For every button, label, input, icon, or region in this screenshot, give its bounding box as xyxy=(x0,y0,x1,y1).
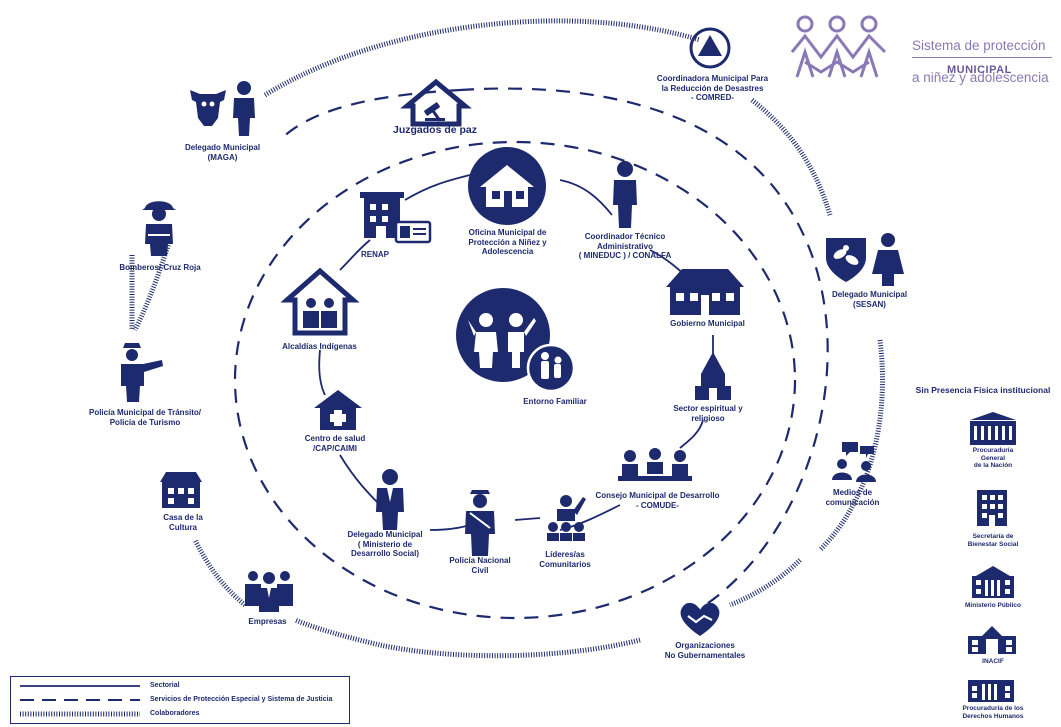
side-item-pdh: Procuraduría de los Derechos Humanos xyxy=(962,705,1024,720)
ngo-heart-hands-icon xyxy=(680,602,720,636)
sbs-building-icon xyxy=(977,490,1007,526)
council-meeting-icon xyxy=(618,448,692,481)
culture-house-icon xyxy=(160,472,202,508)
coordinador-label: Coordinador Técnico Administrativo ( MIN… xyxy=(578,232,672,260)
community-leaders-icon xyxy=(547,495,586,541)
health-center-icon xyxy=(314,390,362,430)
legend-swatches xyxy=(20,685,140,717)
church-icon xyxy=(695,352,731,400)
pgn-building-icon xyxy=(970,412,1016,445)
lideres-label: Líderes/as Comunitarios xyxy=(539,550,591,569)
legend-colaboradores-label: Colaboradores xyxy=(150,710,200,717)
indigenous-mayors-icon xyxy=(280,267,360,336)
side-panel-title: Sin Presencia Física institucional xyxy=(915,385,1051,395)
maga-label: Delegado Municipal (MAGA) xyxy=(184,143,261,162)
firefighter-icon xyxy=(142,201,176,256)
brand-title-line1: Sistema de protección xyxy=(912,38,1046,53)
center-label: Entorno Familiar xyxy=(523,397,587,406)
police-officer-icon xyxy=(465,490,495,556)
maga-agriculture-icon xyxy=(190,81,255,136)
sesan-nutrition-icon xyxy=(826,233,904,286)
inner-dashed-ring xyxy=(233,140,797,620)
court-gavel-icon xyxy=(400,78,472,127)
side-item-sbs: Secretaría de Bienestar Social xyxy=(967,533,1019,548)
renap-building-icon xyxy=(360,192,432,244)
policia-civil-label: Policía Nacional Civil xyxy=(449,556,511,575)
oficina-label: Oficina Municipal de Protección a Niñez … xyxy=(468,228,547,256)
comred-triangle-icon xyxy=(689,27,731,69)
side-item-mp: Ministerio Público xyxy=(965,602,1021,609)
inacif-building-icon xyxy=(968,626,1016,654)
medios-label: Medios de comunicación xyxy=(825,488,880,507)
consejo-label: Consejo Municipal de Desarrollo - COMUDE… xyxy=(595,491,720,510)
sector-label: Sector espiritual y religioso xyxy=(673,404,743,423)
alcaldias-label: Alcaldías Indígenas xyxy=(282,342,357,351)
renap-label: RENAP xyxy=(360,250,389,259)
brand-logo-icon xyxy=(790,15,887,78)
family-icon xyxy=(456,288,576,393)
empresas-label: Empresas xyxy=(248,617,287,626)
outer-dashed-ring-left xyxy=(279,88,461,141)
municipal-office-icon xyxy=(468,147,546,225)
transito-label: Policía Municipal de Tránsito/ Policía d… xyxy=(88,408,202,427)
juzgados-label: Juzgados de paz xyxy=(392,124,477,136)
traffic-police-icon xyxy=(121,343,163,402)
pdh-building-icon xyxy=(968,680,1014,702)
media-communication-icon xyxy=(832,442,876,482)
outer-dashed-ring xyxy=(459,87,829,621)
side-item-inacif: INACIF xyxy=(982,658,1004,665)
delegado-social-label: Delegado Municipal ( Ministerio de Desar… xyxy=(347,530,423,558)
government-house-icon xyxy=(666,269,744,315)
mp-building-icon xyxy=(972,566,1014,598)
sectorial-lines xyxy=(318,174,714,531)
bomberos-label: Bomberos/ Cruz Roja xyxy=(119,263,201,272)
comred-label: Coordinadora Municipal Para la Reducción… xyxy=(656,74,769,102)
ong-label: Organizaciones No Gubernamentales xyxy=(664,641,746,660)
companies-group-icon xyxy=(245,571,293,612)
centro-salud-label: Centro de salud /CAP/CAIMI xyxy=(304,434,366,453)
social-development-delegate-icon xyxy=(376,469,404,530)
collaborator-ring xyxy=(129,18,885,659)
gobierno-label: Gobierno Municipal xyxy=(670,319,745,328)
brand-title-line2: a niñez y adolescencia xyxy=(912,70,1049,85)
sesan-label: Delegado Municipal (SESAN) xyxy=(831,290,908,309)
brand-title: Sistema de protección a niñez y adolesce… xyxy=(912,22,1049,86)
legend-sectorial-label: Sectorial xyxy=(150,682,180,689)
side-item-pgn: Procuraduría General de la Nación xyxy=(972,447,1014,469)
brand-subtitle: MUNICIPAL xyxy=(947,64,1012,76)
cultura-label: Casa de la Cultura xyxy=(163,513,203,532)
legend-servicios-label: Servicios de Protección Especial y Siste… xyxy=(150,696,333,703)
brand-divider xyxy=(912,57,1052,58)
person-icon xyxy=(613,161,637,228)
